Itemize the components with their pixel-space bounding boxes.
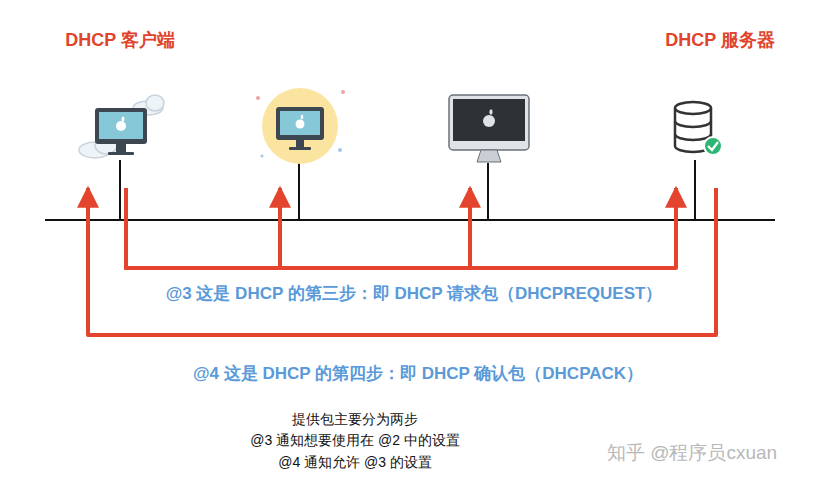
- bus-stub: [487, 163, 489, 220]
- client-computer-icon: [79, 95, 164, 158]
- step-description: @4 这是 DHCP 的第四步：即 DHCP 确认包（DHCPACK）: [193, 362, 643, 385]
- message-arrow: [126, 188, 470, 268]
- note-text: 提供包主要分为两步: [292, 411, 418, 429]
- host-node: [255, 85, 345, 188]
- server-node: DHCP 服务器: [646, 28, 794, 188]
- bus-stub: [119, 160, 121, 220]
- note-text: @4 通知允许 @3 的设置: [278, 454, 432, 472]
- node-heading: DHCP 服务器: [646, 28, 794, 52]
- host-computer-icon: [256, 88, 345, 164]
- message-arrow: [126, 188, 676, 268]
- message-arrow: [88, 188, 716, 335]
- step-description: @3 这是 DHCP 的第三步：即 DHCP 请求包（DHCPREQUEST）: [166, 282, 663, 305]
- network-bus: [45, 219, 775, 221]
- node-heading: DHCP 客户端: [46, 28, 194, 52]
- client-node: DHCP 客户端: [46, 28, 194, 188]
- bus-stub: [298, 163, 300, 220]
- host-node: [445, 85, 535, 188]
- note-text: @3 通知想要使用在 @2 中的设置: [250, 432, 460, 450]
- bus-stub: [694, 160, 696, 220]
- watermark: 知乎 @程序员cxuan: [607, 440, 777, 466]
- message-arrow: [126, 188, 280, 268]
- imac-icon: [449, 95, 529, 162]
- server-database-icon: [675, 102, 722, 155]
